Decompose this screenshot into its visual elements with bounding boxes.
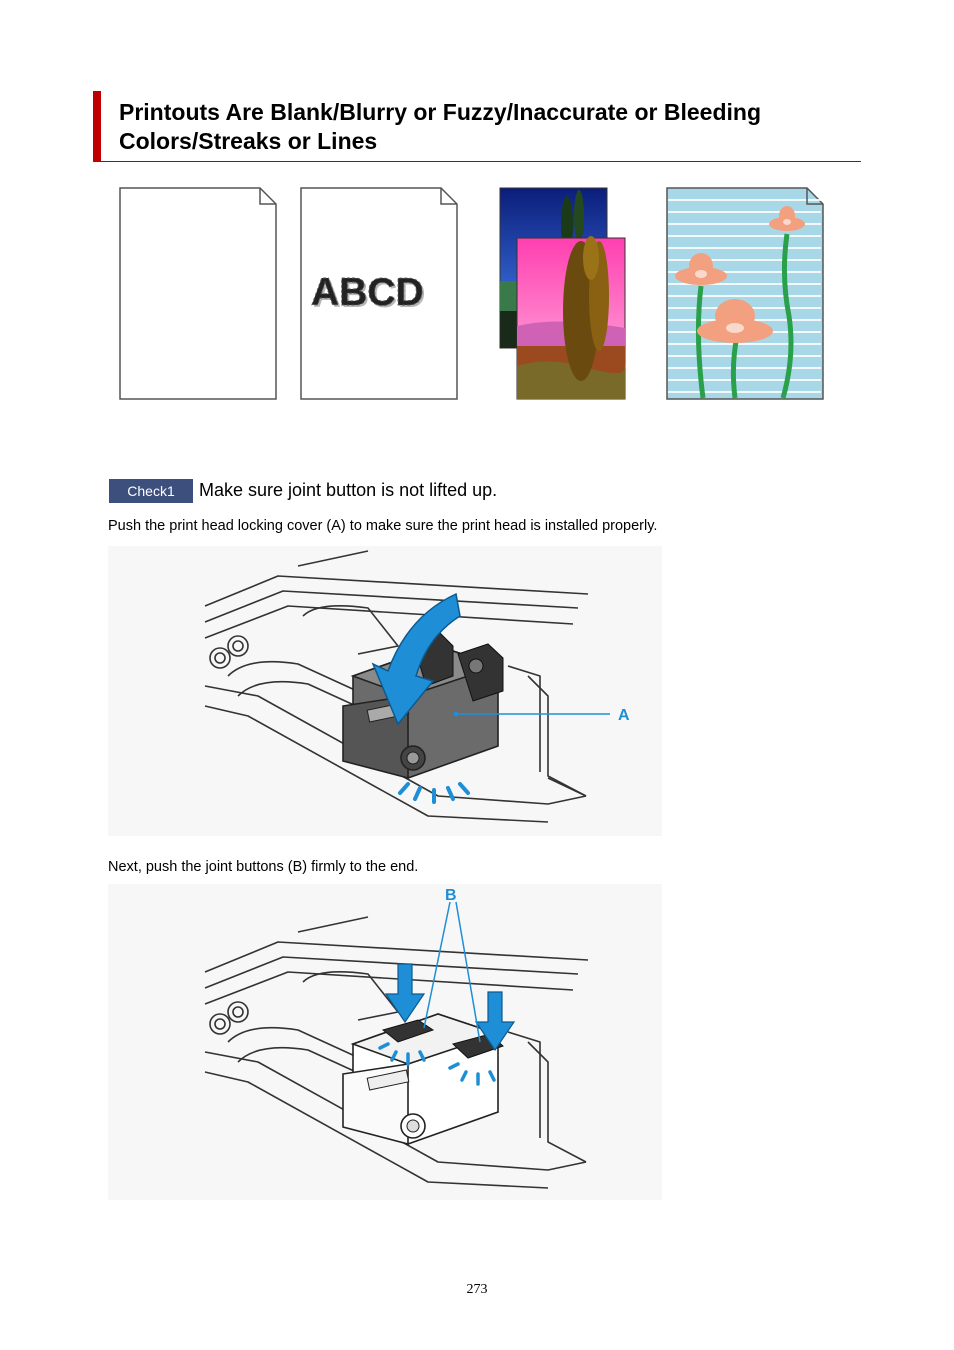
callout-line-left: [423, 901, 451, 1029]
streaked-flower-print-icon: [666, 187, 824, 400]
page-number: 273: [466, 1282, 488, 1297]
joint-button-left: [381, 1019, 435, 1043]
click-burst-icon: [378, 1042, 496, 1086]
page-title: Printouts Are Blank/Blurry or Fuzzy/Inac…: [119, 99, 762, 154]
callout-label-a: A: [618, 707, 630, 724]
click-burst-icon: [398, 782, 470, 804]
callout-label-b: B: [445, 887, 457, 904]
push-arrow-right-icon: [474, 991, 516, 1052]
step1-instruction: Push the print head locking cover (A) to…: [108, 518, 658, 534]
symptom-samples: ABCD ABCD: [118, 186, 828, 402]
step2-instruction: Next, push the joint buttons (B) firmly …: [108, 859, 419, 875]
blurry-text: ABCD: [311, 271, 424, 314]
blurry-text-shadow: ABCD: [313, 273, 426, 316]
joint-buttons-illustration: B: [108, 884, 662, 1200]
callout-line-right: [455, 901, 481, 1043]
check1-title: Make sure joint button is not lifted up.: [199, 480, 498, 500]
push-arrow-left-icon: [384, 963, 426, 1024]
blurry-text-page-icon: ABCD ABCD: [300, 187, 458, 400]
check1-badge: Check1: [109, 479, 193, 503]
inaccurate-color-photos-icon: [499, 187, 626, 400]
push-down-arrow-icon: [371, 592, 461, 726]
page-heading: Printouts Are Blank/Blurry or Fuzzy/Inac…: [93, 91, 861, 162]
heading-accent-bar: [93, 91, 101, 162]
locking-cover-illustration: A: [108, 546, 662, 836]
blank-page-icon: [119, 187, 277, 400]
